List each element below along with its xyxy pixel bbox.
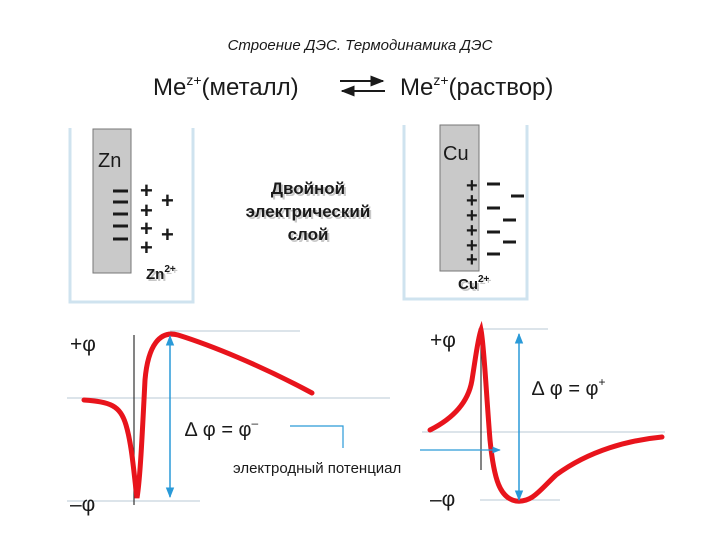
zn-delta-formula: ∆ φ = φ–	[185, 416, 259, 441]
svg-text:Двойной: Двойной	[271, 179, 345, 198]
svg-text:слой: слой	[290, 227, 331, 246]
eq-right-sup: z+	[433, 72, 448, 88]
svg-text:Cu2+: Cu2+	[460, 276, 492, 295]
svg-text:+: +	[466, 249, 478, 271]
zn-label: Zn	[98, 150, 121, 172]
eq-left-base: Me	[153, 74, 186, 101]
cu-delta-formula: ∆ φ = φ+	[532, 375, 606, 400]
cu-electrode	[439, 124, 480, 272]
svg-text:+: +	[466, 175, 478, 197]
zn-potential-plot: +φ –φ ∆ φ = φ–	[67, 330, 390, 516]
eq-left-rest: (металл)	[202, 74, 299, 101]
svg-text:+: +	[466, 205, 478, 227]
cu-minus-charges	[487, 182, 524, 256]
slide-title: Строение ДЭС. Термодинамика ДЭС	[228, 37, 493, 54]
zn-minus-charges	[113, 189, 128, 241]
svg-text:Mez+(металл): Mez+(металл)	[153, 72, 299, 101]
svg-text:+: +	[140, 178, 153, 203]
cu-plus-charges: + + + + + +	[466, 175, 478, 271]
svg-text:Mez+(раствор): Mez+(раствор)	[400, 72, 553, 101]
double-layer-label: Двойной электрический слой Двойной элект…	[246, 179, 373, 246]
electrode-potential-label: электродный потенциал	[233, 460, 401, 477]
eq-right-rest: (раствор)	[449, 74, 554, 101]
svg-text:Zn2+: Zn2+	[148, 266, 178, 285]
cu-minus-phi: –φ	[430, 488, 455, 511]
eq-left-sup: z+	[186, 72, 201, 88]
equilibrium-arrows-icon	[340, 75, 385, 97]
cu-label: Cu	[443, 143, 469, 165]
cu-potential-plot: +φ –φ ∆ φ = φ+	[422, 320, 665, 511]
equilibrium-equation: Mez+(металл) Mez+(раствор)	[153, 72, 553, 101]
svg-text:+: +	[140, 198, 153, 223]
svg-text:Cu2+: Cu2+	[458, 274, 490, 293]
zn-plus-charges: + + + + + +	[140, 178, 174, 260]
svg-text:+: +	[466, 220, 478, 242]
svg-text:электрический: электрический	[248, 204, 373, 223]
svg-text:+: +	[466, 235, 478, 257]
svg-text:+: +	[161, 222, 174, 247]
cu-potential-curve	[427, 320, 665, 504]
svg-text:+: +	[140, 216, 153, 241]
zn-minus-phi: –φ	[70, 493, 95, 516]
svg-text:Zn2+: Zn2+	[146, 264, 176, 283]
zn-plus-phi: +φ	[70, 333, 96, 356]
svg-text:электрический: электрический	[246, 202, 371, 221]
callout-leader	[290, 425, 344, 448]
svg-text:Двойной: Двойной	[273, 181, 347, 200]
cu-beaker	[402, 125, 529, 301]
eq-right-base: Me	[400, 74, 433, 101]
zn-ion-label: Zn2+ Zn2+	[146, 264, 178, 285]
zn-beaker	[68, 128, 195, 304]
electrode-potential-callout: электродный потенциал	[233, 425, 501, 477]
svg-text:+: +	[140, 235, 153, 260]
svg-text:+: +	[161, 188, 174, 213]
cu-plus-phi: +φ	[430, 329, 456, 352]
svg-text:+: +	[466, 190, 478, 212]
svg-text:слой: слой	[288, 225, 329, 244]
cu-ion-label: Cu2+ Cu2+	[458, 274, 492, 295]
zn-potential-curve	[81, 331, 315, 499]
